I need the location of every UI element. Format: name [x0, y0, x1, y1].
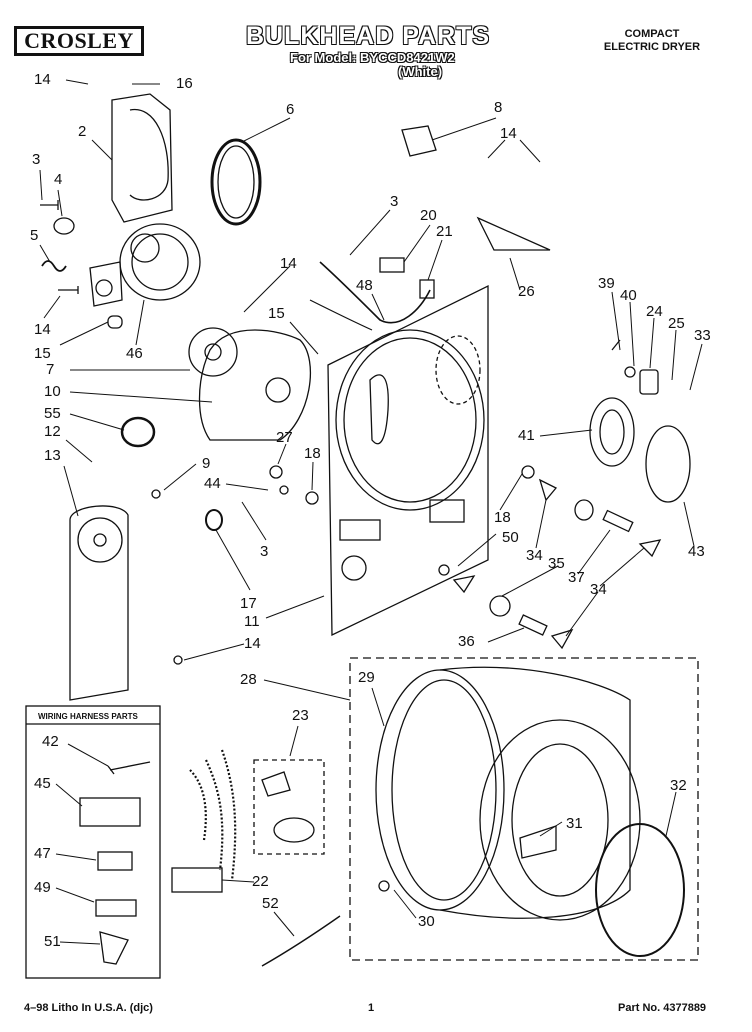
blower-wheel — [188, 327, 238, 377]
product-line-2: ELECTRIC DRYER — [603, 41, 701, 53]
drum-rear-seal — [595, 823, 685, 957]
callout-33: 33 — [694, 327, 711, 344]
callout-3: 3 — [32, 151, 41, 168]
callout-41: 41 — [518, 427, 535, 444]
callout-39: 39 — [598, 275, 615, 292]
callout-29: 29 — [358, 669, 375, 686]
callout-42: 42 — [42, 733, 59, 750]
callout-40: 40 — [620, 287, 637, 304]
callout-22: 22 — [252, 873, 269, 890]
callout-37: 37 — [568, 569, 585, 586]
litho-note: 4–98 Litho In U.S.A. (djc) — [24, 1002, 153, 1014]
callout-43: 43 — [688, 543, 705, 560]
motor-bracket — [89, 261, 123, 307]
callout-47: 47 — [34, 845, 51, 862]
callout-27: 27 — [276, 429, 293, 446]
callout-17: 17 — [240, 595, 257, 612]
thermal-component — [401, 125, 437, 157]
product-type: COMPACT ELECTRIC DRYER — [582, 28, 722, 54]
page-title: BULKHEAD PARTS — [246, 22, 491, 50]
callout-51: 51 — [44, 933, 61, 950]
callout-3c: 3 — [260, 543, 269, 560]
brand-logo: CROSLEY — [14, 26, 144, 56]
callout-12: 12 — [44, 423, 61, 440]
page-number: 1 — [368, 1002, 375, 1014]
rear-seal-panel — [69, 505, 129, 701]
callout-11: 11 — [244, 613, 260, 630]
callout-44: 44 — [204, 475, 221, 492]
callout-21: 21 — [436, 223, 453, 240]
callout-20: 20 — [420, 207, 437, 224]
callout-52: 52 — [262, 895, 279, 912]
wiring-harness-parts-box — [25, 705, 161, 979]
callout-26: 26 — [518, 283, 535, 300]
front-bulkhead-panel — [327, 284, 489, 637]
callout-46: 46 — [126, 345, 143, 362]
callout-7: 7 — [46, 361, 55, 378]
callout-32: 32 — [670, 777, 687, 794]
main-wiring-harness — [189, 749, 237, 881]
callout-4: 4 — [54, 171, 63, 188]
callout-50: 50 — [502, 529, 519, 546]
callout-9: 9 — [202, 455, 211, 472]
callout-5: 5 — [30, 227, 39, 244]
callout-35: 35 — [548, 555, 565, 572]
callout-10: 10 — [44, 383, 61, 400]
blower-housing — [198, 329, 312, 441]
callout-49: 49 — [34, 879, 51, 896]
callout-6: 6 — [286, 101, 295, 118]
drum-light-housing — [589, 397, 635, 467]
callout-15b: 15 — [268, 305, 285, 322]
drive-belt — [210, 138, 262, 226]
wiring-harness-box-title: WIRING HARNESS PARTS — [38, 712, 138, 721]
drum-assembly-box — [349, 657, 699, 961]
callout-34b: 34 — [590, 581, 607, 598]
rear-bracket — [111, 93, 173, 223]
callout-36: 36 — [458, 633, 475, 650]
callout-30: 30 — [418, 913, 435, 930]
model-color: (White) — [398, 64, 443, 79]
callout-25: 25 — [668, 315, 685, 332]
part-number: Part No. 4377889 — [618, 1002, 707, 1014]
callout-14b: 14 — [34, 321, 51, 338]
callout-2: 2 — [78, 123, 87, 140]
callout-3b: 3 — [390, 193, 399, 210]
callout-55: 55 — [44, 405, 61, 422]
callout-14d: 14 — [280, 255, 297, 272]
callout-31: 31 — [566, 815, 583, 832]
drum-front-rim — [375, 669, 505, 911]
callout-23: 23 — [292, 707, 309, 724]
callout-34: 34 — [526, 547, 543, 564]
callout-15: 15 — [34, 345, 51, 362]
callout-14c: 14 — [500, 125, 517, 142]
callout-24: 24 — [646, 303, 663, 320]
wire-jumper — [261, 915, 341, 967]
drum-body — [439, 666, 631, 919]
product-line-1: COMPACT — [624, 28, 680, 40]
callout-18: 18 — [304, 445, 321, 462]
callout-14: 14 — [34, 71, 51, 88]
top-bracket — [476, 216, 551, 251]
callout-14e: 14 — [244, 635, 261, 652]
callout-8: 8 — [494, 99, 503, 116]
callout-13: 13 — [44, 447, 61, 464]
callout-45: 45 — [34, 775, 51, 792]
callout-48: 48 — [356, 277, 373, 294]
callout-18b: 18 — [494, 509, 511, 526]
callout-16: 16 — [176, 75, 193, 92]
model-number: For Model: BYCCD8421W2 — [290, 50, 455, 65]
callout-28: 28 — [240, 671, 257, 688]
light-lens — [645, 425, 691, 503]
